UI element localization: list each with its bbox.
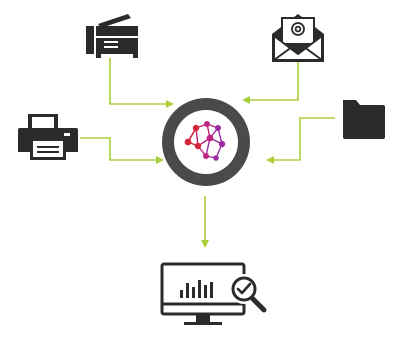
magnifier-check-icon bbox=[229, 274, 267, 313]
neural-network-icon bbox=[184, 121, 226, 161]
connector-email-to-hub bbox=[242, 62, 299, 104]
connector-folder-to-hub bbox=[266, 117, 335, 164]
printer-icon bbox=[18, 114, 78, 160]
connector-copier-to-hub bbox=[109, 58, 174, 108]
bar-chart-icon bbox=[180, 280, 213, 298]
connector-printer-to-hub bbox=[80, 137, 164, 164]
folder-icon bbox=[343, 100, 385, 139]
copier-icon bbox=[86, 14, 138, 58]
email-icon bbox=[272, 14, 324, 62]
central-hub bbox=[162, 98, 250, 186]
connectors bbox=[80, 58, 335, 248]
analytics-monitor-icon bbox=[160, 262, 267, 325]
